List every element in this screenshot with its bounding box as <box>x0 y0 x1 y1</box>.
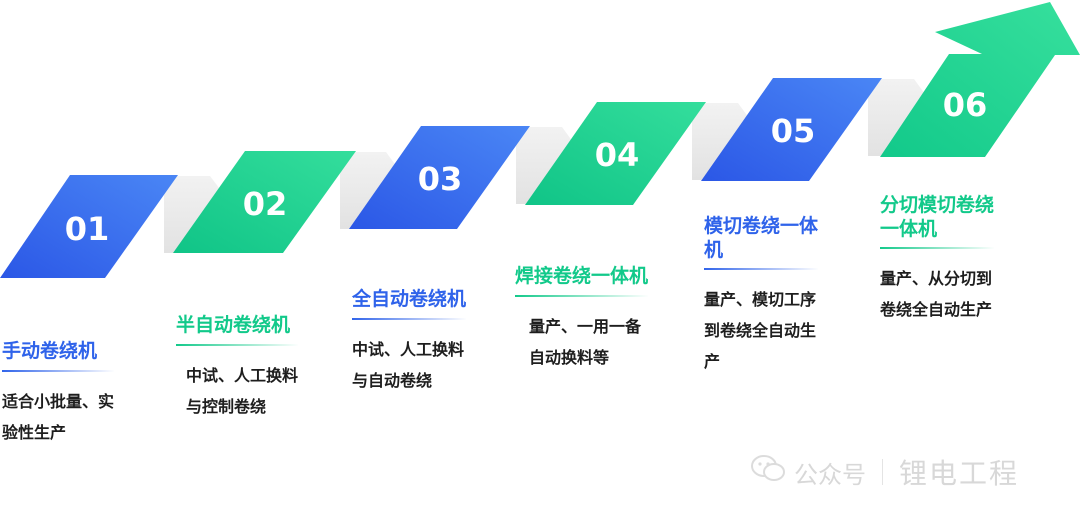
step-03-number: 03 <box>418 160 463 198</box>
step-02-desc-line-2: 与控制卷绕 <box>186 397 267 416</box>
step-06-number: 06 <box>943 86 988 124</box>
step-05-title-line-2: 机 <box>704 239 724 261</box>
step-03-desc-line-2: 与自动卷绕 <box>352 371 433 390</box>
step-03-shape <box>349 126 530 229</box>
step-04-title: 焊接卷绕一体机 <box>515 264 649 297</box>
step-03-desc-line-1: 中试、人工换料 <box>352 340 465 359</box>
step-05-title-line-1: 模切卷绕一体 <box>704 215 819 237</box>
step-05-shape <box>701 78 882 181</box>
step-05-desc-line-1: 量产、模切工序 <box>704 290 817 309</box>
step-02-block: 半自动卷绕机 中试、人工换料 与控制卷绕 <box>176 313 299 422</box>
step-02-title: 半自动卷绕机 <box>176 313 299 346</box>
step-06-desc-line-2: 卷绕全自动生产 <box>880 300 993 319</box>
watermark-channel: 公众号 <box>794 460 866 489</box>
step-03-title: 全自动卷绕机 <box>352 287 467 320</box>
step-01-shape <box>0 175 178 278</box>
step-06-block: 分切模切卷绕 一体机 量产、从分切到 卷绕全自动生产 <box>880 193 995 325</box>
step-04-desc-line-2: 自动换料等 <box>529 348 610 367</box>
wechat-icon <box>750 454 786 490</box>
step-06-title-line-2: 一体机 <box>880 218 938 240</box>
step-05-block: 模切卷绕一体 机 量产、模切工序 到卷绕全自动生 产 <box>704 214 819 377</box>
step-01-desc-line-2: 验性生产 <box>2 423 67 442</box>
step-06-arrow <box>880 2 1080 157</box>
watermark-separator <box>882 459 883 485</box>
step-05-desc-line-3: 产 <box>704 352 721 371</box>
step-01-desc-line-1: 适合小批量、实 <box>2 392 115 411</box>
step-02-shape <box>173 151 356 253</box>
step-03-block: 全自动卷绕机 中试、人工换料 与自动卷绕 <box>352 287 467 396</box>
step-01-block: 手动卷绕机 适合小批量、实 验性生产 <box>2 339 115 448</box>
step-shapes <box>0 2 1080 278</box>
step-06-title: 分切模切卷绕 一体机 <box>880 193 995 249</box>
step-06-title-line-1: 分切模切卷绕 <box>880 194 995 216</box>
step-02-desc-line-1: 中试、人工换料 <box>186 366 299 385</box>
step-01-title: 手动卷绕机 <box>2 339 115 372</box>
step-02-number: 02 <box>243 185 288 223</box>
watermark: 公众号 锂电工程 <box>750 452 1019 492</box>
step-numbers: 01 02 03 04 05 06 <box>65 86 988 248</box>
step-04-desc-line-1: 量产、一用一备 <box>529 317 642 336</box>
step-05-title: 模切卷绕一体 机 <box>704 214 819 270</box>
step-04-block: 焊接卷绕一体机 量产、一用一备 自动换料等 <box>515 264 649 373</box>
step-01-number: 01 <box>65 210 110 248</box>
watermark-name: 锂电工程 <box>899 457 1020 490</box>
step-05-desc-line-2: 到卷绕全自动生 <box>704 321 817 340</box>
step-06-desc-line-1: 量产、从分切到 <box>880 269 993 288</box>
step-04-shape <box>525 102 706 205</box>
step-04-number: 04 <box>595 136 640 174</box>
step-05-number: 05 <box>771 112 816 150</box>
